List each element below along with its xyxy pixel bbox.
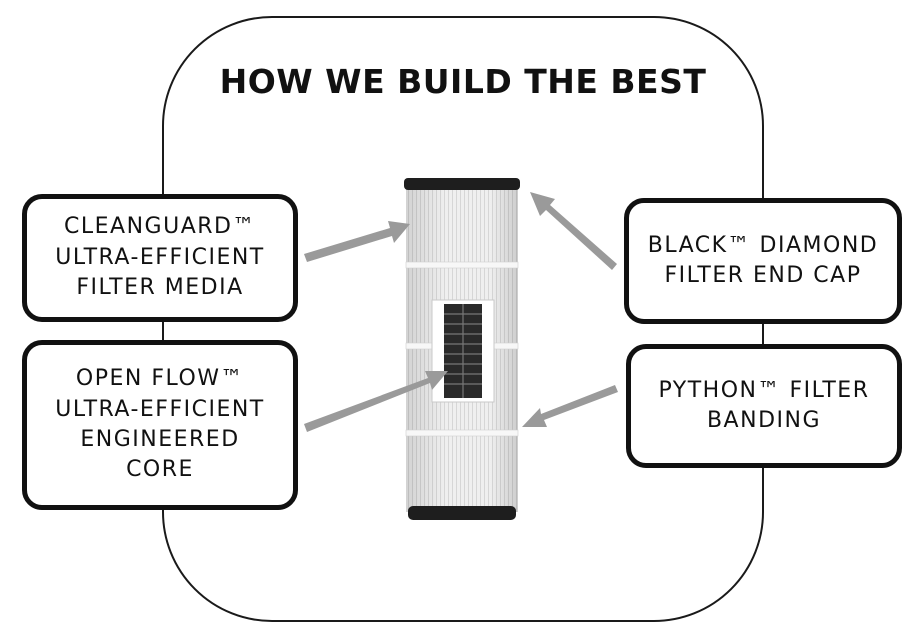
callout-line: ULTRA-EFFICIENT — [55, 396, 265, 422]
pleated-filter-cartridge — [404, 178, 520, 520]
callout-open-flow-core: OPEN FLOW™ ULTRA-EFFICIENT ENGINEERED CO… — [22, 340, 298, 510]
open-flow-core — [444, 304, 482, 398]
callout-line: ENGINEERED — [80, 427, 240, 452]
callout-line: CLEANGUARD™ — [64, 214, 256, 240]
callout-python-banding: PYTHON™ FILTER BANDING — [626, 344, 902, 468]
arrow-to-end-cap — [530, 192, 617, 270]
arrow-to-banding — [522, 385, 618, 427]
callout-line: BANDING — [706, 408, 822, 433]
callout-cleanguard-media: CLEANGUARD™ ULTRA-EFFICIENT FILTER MEDIA — [22, 194, 298, 322]
callout-line: PYTHON™ FILTER — [658, 377, 870, 403]
callout-line: FILTER MEDIA — [76, 275, 244, 301]
callout-line: OPEN FLOW™ — [75, 366, 245, 392]
top-end-cap — [404, 178, 520, 190]
bottom-end-cap — [408, 506, 516, 520]
page-title: HOW WE BUILD THE BEST — [219, 62, 707, 101]
filter-band — [405, 429, 519, 437]
callout-black-diamond-end-cap: BLACK™ DIAMOND FILTER END CAP — [624, 198, 902, 324]
callout-line: CORE — [126, 457, 194, 483]
arrow-to-core — [304, 371, 448, 432]
callout-line: BLACK™ DIAMOND — [647, 232, 879, 258]
arrow-to-media — [304, 221, 410, 262]
callout-line: ULTRA-EFFICIENT — [55, 244, 265, 270]
filter-band — [405, 261, 519, 269]
callout-line: FILTER END CAP — [664, 263, 862, 288]
